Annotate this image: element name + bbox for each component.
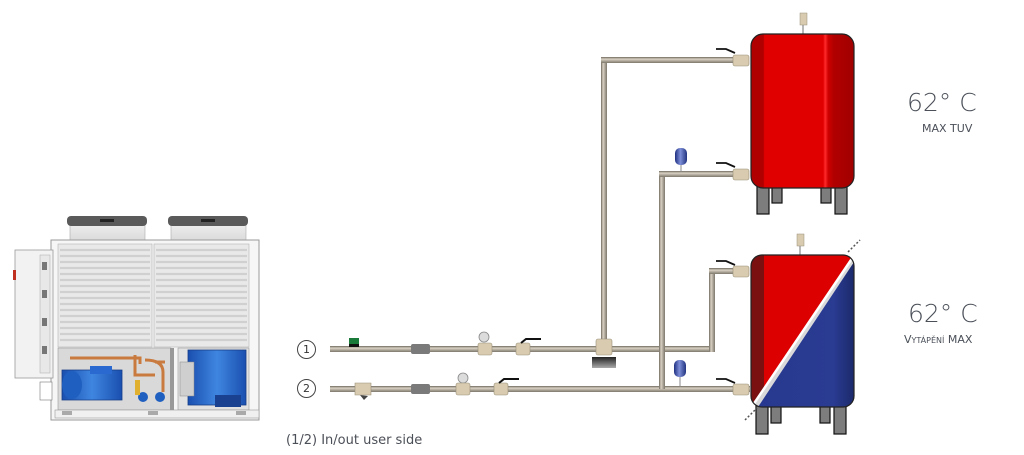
expansion-vessel-icon xyxy=(675,148,687,165)
diagram-caption: (1/2) In/out user side xyxy=(286,433,423,448)
heating-label: Vytápění MAX xyxy=(904,333,973,346)
flow-switch-icon xyxy=(349,338,359,346)
dhw-tank xyxy=(750,12,855,215)
circuit-2-marker: 2 xyxy=(297,379,316,398)
flexible-joint-icon xyxy=(411,344,430,354)
fittings xyxy=(349,48,750,400)
three-way-valve-icon xyxy=(595,338,613,356)
heat-pump-unit xyxy=(13,216,260,421)
pipework xyxy=(330,57,750,392)
heating-buffer-tank xyxy=(744,233,861,435)
circuit-1-marker: 1 xyxy=(297,340,316,359)
heating-temperature: 62° C xyxy=(908,299,978,328)
strainer-icon xyxy=(354,382,372,396)
pressure-gauge-icon xyxy=(478,331,490,343)
dhw-temperature: 62° C xyxy=(907,88,977,117)
dhw-label: MAX TUV xyxy=(922,122,973,135)
ball-valve-icon xyxy=(515,342,531,356)
